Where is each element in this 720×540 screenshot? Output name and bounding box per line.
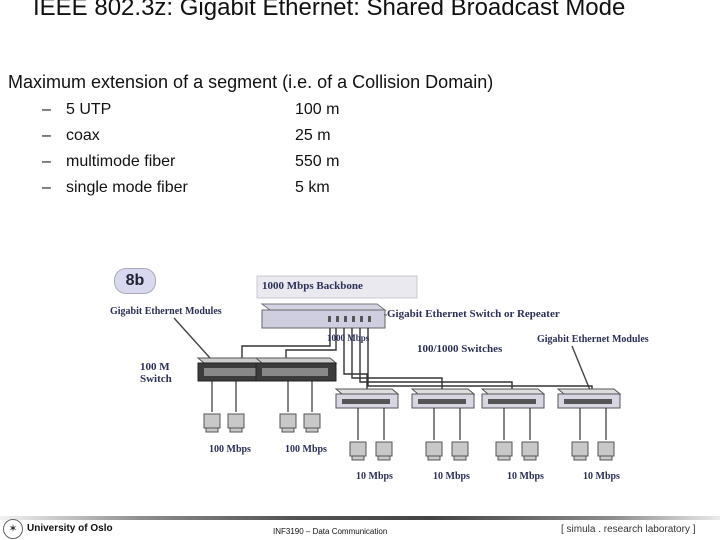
max-length-value: 550 m: [295, 153, 340, 170]
segment-list: – 5 UTP 100 m – coax 25 m – multimode fi…: [42, 101, 462, 205]
medium-label: 5 UTP: [66, 101, 112, 118]
pc-cables: [211, 381, 607, 440]
backbone-label: 1000 Mbps Backbone: [262, 280, 363, 292]
link-speed-label: 1000 Mbps: [327, 333, 370, 343]
pc-label: 10 Mbps: [583, 471, 620, 482]
switch-100-1000-b: [410, 388, 476, 409]
slide-subtitle: Maximum extension of a segment (i.e. of …: [8, 72, 494, 92]
pc-group-100: [203, 413, 321, 433]
central-switch-top: [260, 303, 387, 311]
switch-100-1000-d: [556, 388, 622, 409]
lab-name: [ simula . research laboratory ]: [561, 524, 696, 535]
pc-label: 100 Mbps: [209, 444, 251, 455]
switch-100m-label: 100 M Switch: [140, 361, 172, 385]
central-switch-ports: [328, 316, 371, 322]
modules-label-left: Gigabit Ethernet Modules: [110, 306, 222, 317]
switch-100m-label-line1: 100 M: [140, 361, 170, 373]
uplinks: [241, 328, 593, 389]
switch-repeater-label: Gigabit Ethernet Switch or Repeater: [387, 308, 560, 320]
backbone-band: [256, 275, 418, 299]
pc-group-10: [349, 441, 615, 461]
figure-badge: 8b: [114, 268, 156, 294]
bullet-dash: –: [42, 153, 51, 170]
medium-label: single mode fiber: [66, 179, 188, 196]
pc-label: 100 Mbps: [285, 444, 327, 455]
list-item: – coax 25 m: [42, 127, 462, 153]
pc-label: 10 Mbps: [356, 471, 393, 482]
central-switch-body: [261, 309, 386, 329]
pc-label: 10 Mbps: [433, 471, 470, 482]
switch-100m-label-line2: Switch: [140, 373, 172, 385]
bullet-dash: –: [42, 179, 51, 196]
pc-label: 10 Mbps: [507, 471, 544, 482]
modules-pointer-right: [571, 345, 591, 391]
university-name: University of Oslo: [27, 523, 113, 534]
course-name: INF3190 – Data Communication: [273, 527, 388, 536]
switches-label: 100/1000 Switches: [417, 343, 503, 355]
switch-100m-b: [254, 357, 338, 382]
footer-divider: [0, 516, 720, 520]
university-seal-icon: ✶: [3, 519, 23, 539]
network-diagram: 8b 1000 Mbps Backbone Gigabit Ethernet S…: [102, 262, 649, 494]
medium-label: multimode fiber: [66, 153, 176, 170]
bullet-dash: –: [42, 101, 51, 118]
bullet-dash: –: [42, 127, 51, 144]
switch-100-1000-a: [334, 388, 400, 409]
network-diagram-graphic: [173, 275, 622, 461]
modules-pointer-left: [173, 317, 211, 359]
max-length-value: 100 m: [295, 101, 340, 118]
max-length-value: 25 m: [295, 127, 331, 144]
slide-title: IEEE 802.3z: Gigabit Ethernet: Shared Br…: [33, 0, 626, 21]
max-length-value: 5 km: [295, 179, 330, 196]
modules-label-right: Gigabit Ethernet Modules: [537, 334, 649, 345]
medium-label: coax: [66, 127, 100, 144]
list-item: – single mode fiber 5 km: [42, 179, 462, 205]
switch-100-1000-c: [480, 388, 546, 409]
list-item: – 5 UTP 100 m: [42, 101, 462, 127]
list-item: – multimode fiber 550 m: [42, 153, 462, 179]
